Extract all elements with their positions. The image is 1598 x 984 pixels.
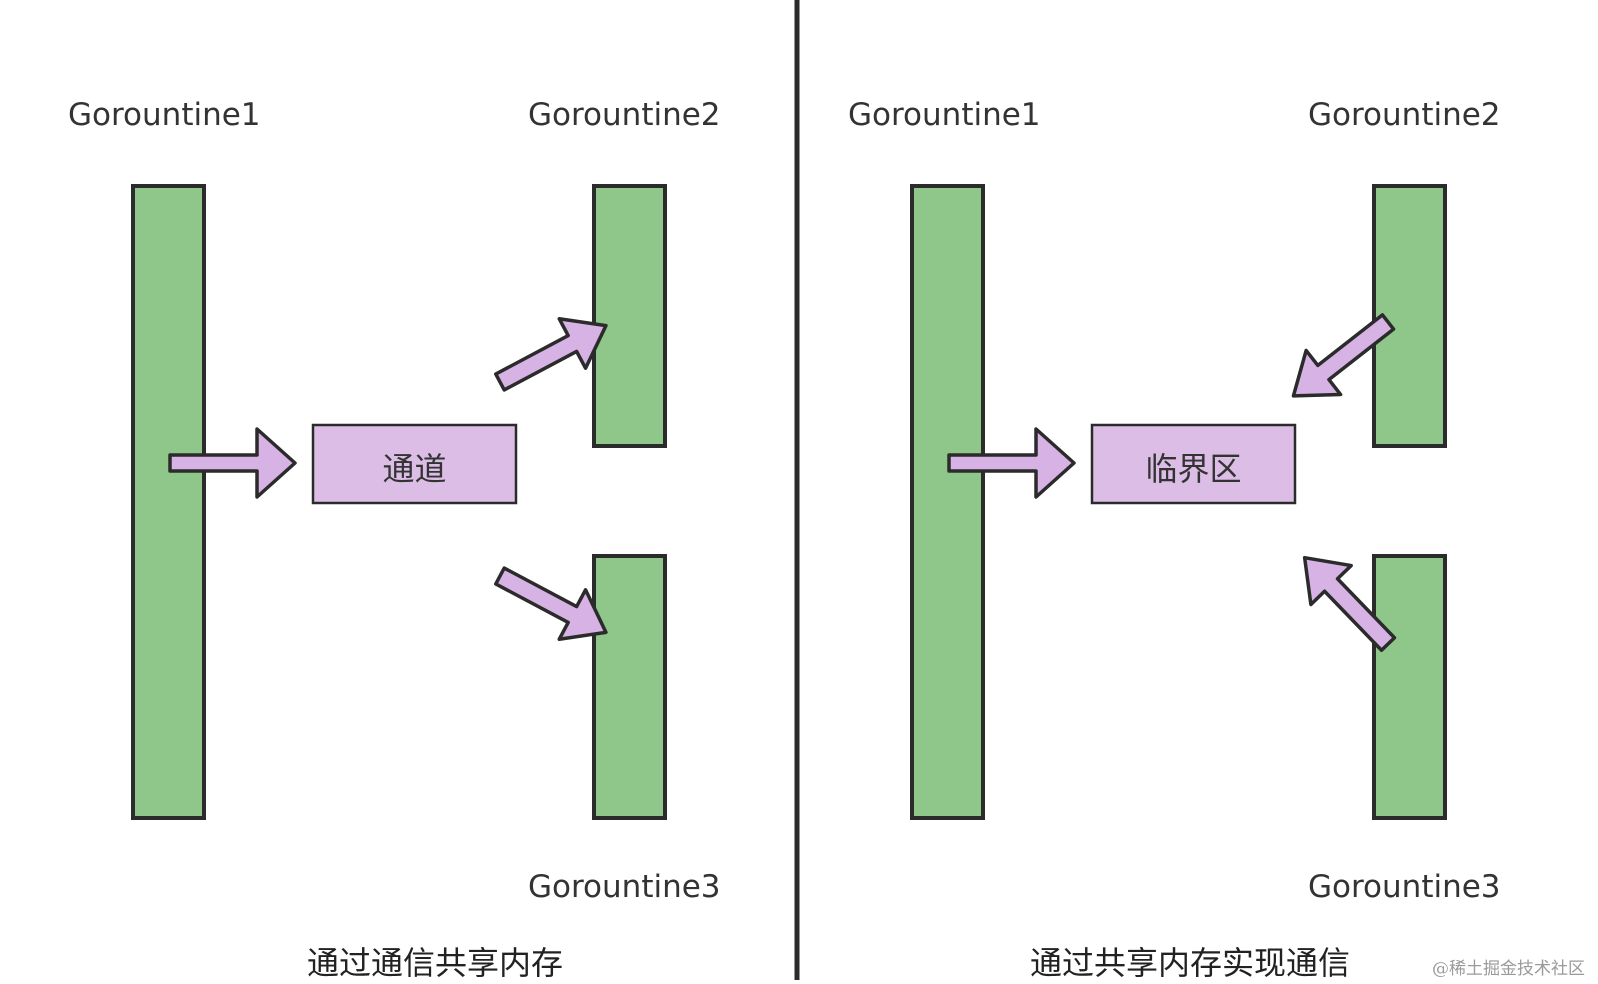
left-goroutine3-bar: [592, 554, 667, 820]
right-critical-section-box: [1090, 423, 1297, 505]
right-goroutine2-label: Gorountine2: [1308, 97, 1501, 133]
left-goroutine2-label: Gorountine2: [528, 97, 721, 133]
right-goroutine2-bar: [1372, 184, 1447, 448]
right-goroutine1-bar: [910, 184, 985, 820]
left-caption: 通过通信共享内存: [306, 944, 563, 982]
left-channel-box: [311, 423, 518, 505]
right-goroutine3-label: Gorountine3: [1308, 869, 1501, 905]
right-caption: 通过共享内存实现通信: [1029, 944, 1350, 982]
left-goroutine1-label: Gorountine1: [68, 97, 261, 133]
right-arrow-from-goroutine2: [1291, 313, 1396, 398]
right-arrow-from-goroutine3: [1302, 555, 1397, 653]
left-arrow-g1-to-channel: [168, 427, 297, 499]
right-arrow-g1-to-critical: [947, 427, 1076, 499]
left-arrow-to-goroutine2: [494, 317, 608, 392]
left-goroutine3-label: Gorountine3: [528, 869, 721, 905]
left-goroutine2-bar: [592, 184, 667, 448]
credit-watermark: @稀土掘金技术社区: [1432, 959, 1585, 979]
left-arrow-to-goroutine3: [494, 566, 608, 641]
right-goroutine3-bar: [1372, 554, 1447, 820]
right-critical-section-label: 临界区: [1145, 450, 1242, 488]
left-goroutine1-bar: [131, 184, 206, 820]
left-channel-label: 通道: [382, 450, 447, 488]
right-goroutine1-label: Gorountine1: [848, 97, 1041, 133]
